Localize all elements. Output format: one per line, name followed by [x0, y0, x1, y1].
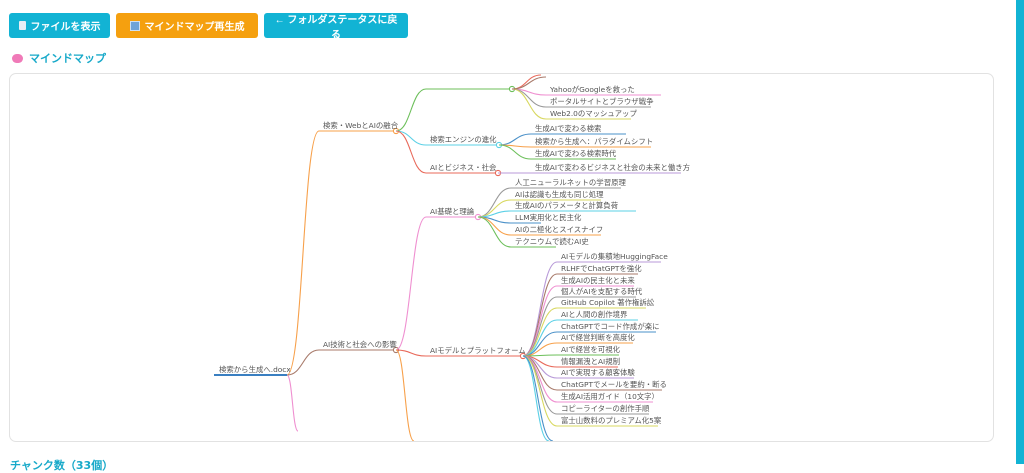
chunk-section-title: チャンク数（33個） — [10, 459, 114, 472]
offscreen-edge — [511, 74, 542, 90]
topic-2-1[interactable]: AI基礎と理論 — [430, 207, 475, 216]
topic-2-2-edge — [395, 349, 427, 357]
leaf-item[interactable]: 生成AIで変わる検索時代 — [535, 149, 617, 158]
leaf-item[interactable]: 個人がAIを支配する時代 — [561, 287, 643, 296]
leaf-item-edge — [498, 144, 532, 160]
leaf-item[interactable]: GitHub Copilot 著作権訴訟 — [561, 298, 655, 307]
leaf-item[interactable]: 人工ニューラルネットの学習原理 — [515, 178, 626, 187]
regenerate-mindmap-button[interactable]: マインドマップ再生成 — [116, 13, 258, 38]
leaf-item[interactable]: AIは認識も生成も同じ処理 — [515, 190, 604, 199]
leaf-item-edge — [522, 296, 558, 357]
branch-1-edge — [286, 130, 320, 376]
offscreen-edge — [522, 355, 550, 441]
leaf-item[interactable]: AIで経営判断を高度化 — [561, 333, 635, 342]
leaf-item[interactable]: AIモデルの集積地HuggingFace — [561, 252, 668, 261]
topic-1-2[interactable]: 検索エンジンの進化 — [430, 135, 497, 144]
mindmap-canvas[interactable]: 検索から生成へ.docx 検索・WebとAIの融合 YahooがGoogleを救った… — [9, 73, 994, 442]
show-file-button[interactable]: ファイルを表示 — [9, 13, 110, 38]
leaf-item-edge — [522, 355, 558, 403]
offscreen-edge — [395, 349, 415, 441]
leaf-item[interactable]: 生成AIの民主化と未来 — [561, 276, 635, 285]
root-node[interactable]: 検索から生成へ.docx — [219, 365, 291, 374]
branch-2[interactable]: AI技術と社会への影響 — [323, 340, 397, 349]
leaf-item[interactable]: ポータルサイトとブラウザ戦争 — [550, 97, 654, 106]
leaf-item[interactable]: 生成AIで変わるビジネスと社会の未来と働き方 — [535, 163, 691, 172]
leaf-item[interactable]: 生成AIのパラメータと計算負荷 — [515, 201, 619, 210]
topic-1-1-edge — [395, 88, 427, 132]
leaf-item-edge — [498, 133, 532, 146]
topic-2-2[interactable]: AIモデルとプラットフォーム — [430, 346, 526, 355]
leaf-item-edge — [477, 187, 512, 218]
leaf-item[interactable]: 富士山数料のプレミアム化5案 — [561, 416, 662, 425]
back-to-folder-status-button[interactable]: ← フォルダステータスに戻る — [264, 13, 408, 41]
topic-1-3[interactable]: AIとビジネス・社会 — [430, 163, 497, 172]
leaf-item[interactable]: AIと人間の創作境界 — [561, 310, 628, 319]
leaf-item[interactable]: AIで経営を可視化 — [561, 345, 620, 354]
brain-icon — [12, 53, 23, 63]
leaf-item[interactable]: テクニウムで読むAI史 — [515, 237, 589, 246]
leaf-item[interactable]: Web2.0のマッシュアップ — [550, 109, 637, 118]
branch-2-edge — [286, 349, 320, 376]
leaf-item[interactable]: ChatGPTでコード作成が楽に — [561, 322, 660, 331]
leaf-item[interactable]: LLM実用化と民主化 — [515, 213, 582, 222]
leaf-item-edge — [522, 355, 558, 427]
refresh-icon — [129, 20, 140, 31]
leaf-item[interactable]: AIで実現する顧客体験 — [561, 368, 635, 377]
leaf-item[interactable]: 生成AIで変わる検索 — [535, 124, 602, 133]
leaf-item-edge — [477, 216, 512, 248]
mindmap-edges — [214, 74, 681, 441]
leaf-item[interactable]: RLHFでChatGPTを強化 — [561, 264, 642, 273]
document-icon — [18, 21, 26, 30]
branch-1[interactable]: 検索・WebとAIの融合 — [323, 121, 399, 130]
root-branch-offscreen-edge — [286, 374, 299, 432]
leaf-item[interactable]: 情報漏洩とAI規制 — [561, 357, 620, 366]
offscreen-edge — [522, 355, 554, 441]
scrollbar[interactable] — [1016, 0, 1024, 464]
leaf-item[interactable]: ChatGPTでメールを要約・断る — [561, 380, 667, 389]
leaf-item[interactable]: コピーライターの創作手順 — [561, 404, 650, 413]
leaf-item[interactable]: 検索から生成へ：パラダイムシフト — [535, 137, 654, 146]
section-title: マインドマップ — [12, 50, 106, 66]
leaf-item[interactable]: 生成AI活用ガイド（10文字） — [561, 392, 659, 401]
topic-2-1-edge — [395, 216, 427, 351]
leaf-item[interactable]: YahooがGoogleを救った — [550, 85, 635, 94]
topic-1-3-edge — [395, 130, 427, 174]
leaf-item-edge — [511, 88, 547, 120]
offscreen-edge — [511, 76, 547, 90]
leaf-item-edge — [522, 355, 558, 415]
leaf-item[interactable]: AIの二極化とスイスナイフ — [515, 225, 604, 234]
